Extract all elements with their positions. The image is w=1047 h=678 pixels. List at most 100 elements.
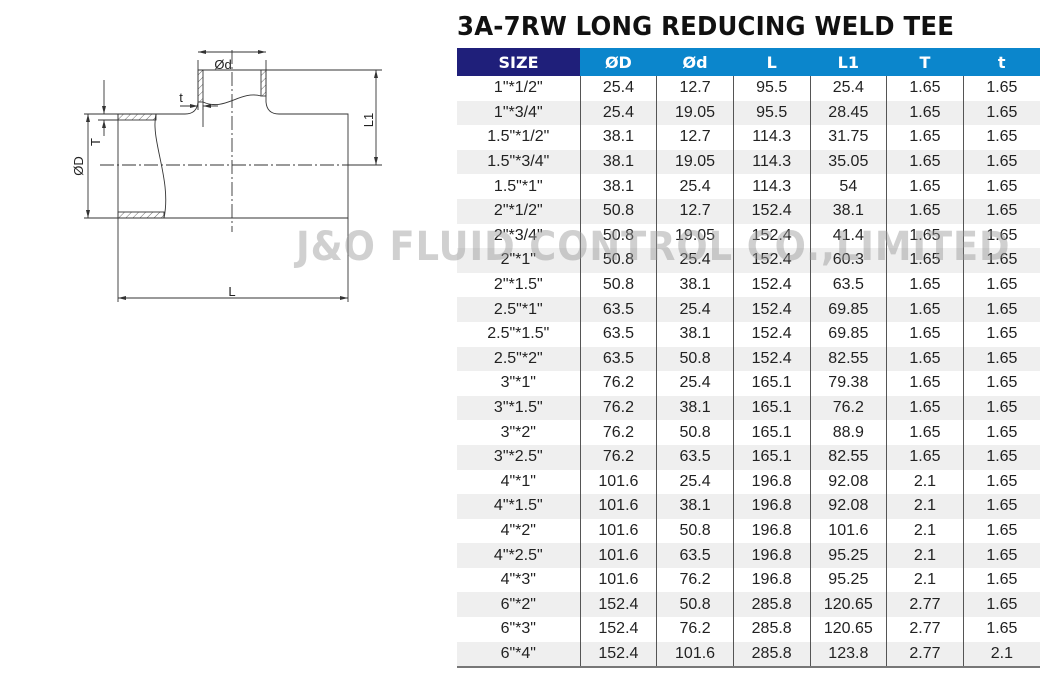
cell-branch-od: 38.1 [656,494,734,519]
cell-branch-height: 92.08 [809,494,887,519]
cell-branch-od: 38.1 [656,272,734,298]
cell-branch-od: 19.05 [656,149,734,175]
cell-branch-height: 120.65 [809,617,887,642]
cell-branch-wall: 1.65 [962,395,1040,421]
cell-run-wall: 2.77 [886,592,964,618]
label-branch-od: Ød [214,57,231,72]
cell-run-wall: 1.65 [886,346,964,372]
cell-branch-od: 25.4 [656,469,734,495]
cell-branch-height: 95.25 [809,567,887,593]
page-title: 3A-7RW LONG REDUCING WELD TEE [457,12,955,42]
cell-size: 2"*3/4" [493,226,543,244]
cell-length: 196.8 [732,518,810,544]
cell-size: 2.5"*1" [457,297,581,322]
cell-run-od: 76.2 [579,371,657,396]
cell-branch-od: 25.4 [656,174,734,199]
cell-branch-od: 12.7 [656,76,734,101]
cell-branch-height: 41.4 [809,223,887,249]
cell-length: 196.8 [732,567,810,593]
cell-branch-height: 123.8 [809,641,887,669]
header-size: SIZE [457,48,581,76]
cell-run-od: 38.1 [579,174,657,199]
cell-length: 152.4 [732,272,810,298]
cell-run-wall: 1.65 [886,297,964,322]
cell-branch-height: 82.55 [809,444,887,470]
cell-branch-od: 38.1 [656,321,734,347]
cell-branch-od: 19.05 [656,100,734,126]
cell-size: 1.5"*1" [493,177,543,195]
cell-run-od: 38.1 [579,149,657,175]
table-header-row: SIZE ØD Ød L L1 T t [457,48,1040,76]
cell-branch-wall: 1.65 [962,494,1040,519]
cell-length: 114.3 [732,149,810,175]
cell-branch-wall: 1.65 [962,567,1040,593]
cell-size: 3"*1" [500,374,536,392]
cell-size: 4"*3" [500,571,536,589]
cell-run-od: 63.5 [579,346,657,372]
cell-run-od: 38.1 [579,125,657,150]
cell-branch-height: 76.2 [809,395,887,421]
cell-branch-height: 82.55 [809,346,887,372]
cell-run-wall: 1.65 [886,420,964,445]
cell-run-wall: 2.77 [886,617,964,642]
cell-branch-height: 31.75 [809,125,887,150]
label-run-od: ØD [71,156,86,176]
cell-length: 114.3 [732,125,810,150]
cell-run-wall: 1.65 [886,174,964,199]
cell-branch-od: 12.7 [656,125,734,150]
cell-length: 95.5 [732,100,810,126]
cell-size: 3"*2" [500,423,536,441]
cell-length: 165.1 [732,420,810,445]
cell-length: 152.4 [732,321,810,347]
cell-branch-wall: 1.65 [962,543,1040,568]
cell-size: 1"*1/2" [493,79,543,97]
cell-size: 2"*1/2" [457,198,581,224]
cell-run-od: 50.8 [579,248,657,273]
cell-run-od: 63.5 [579,297,657,322]
cell-run-wall: 2.1 [886,494,964,519]
cell-run-wall: 2.1 [886,469,964,495]
cell-branch-height: 69.85 [809,321,887,347]
cell-branch-height: 25.4 [809,76,887,101]
header-length: L [733,48,810,76]
cell-branch-wall: 1.65 [962,248,1040,273]
cell-run-od: 50.8 [579,198,657,224]
cell-branch-wall: 2.1 [962,641,1040,669]
cell-run-od: 101.6 [579,494,657,519]
cell-size: 2.5"*2" [457,346,581,372]
cell-length: 152.4 [732,198,810,224]
cell-branch-od: 50.8 [656,518,734,544]
cell-run-wall: 1.65 [886,444,964,470]
cell-run-wall: 1.65 [886,198,964,224]
cell-branch-height: 60.3 [809,248,887,273]
cell-branch-height: 95.25 [809,543,887,568]
cell-branch-wall: 1.65 [962,149,1040,175]
cell-branch-wall: 1.65 [962,469,1040,495]
cell-run-od: 101.6 [579,469,657,495]
cell-branch-od: 76.2 [656,567,734,593]
cell-branch-wall: 1.65 [962,100,1040,126]
cell-branch-wall: 1.65 [962,592,1040,618]
cell-run-od: 101.6 [579,567,657,593]
cell-size: 4"*2" [500,521,536,539]
cell-length: 165.1 [732,444,810,470]
cell-branch-wall: 1.65 [962,198,1040,224]
cell-length: 196.8 [732,543,810,568]
cell-branch-od: 38.1 [656,395,734,421]
header-branch-height: L1 [810,48,887,76]
cell-run-od: 25.4 [579,100,657,126]
cell-branch-wall: 1.65 [962,420,1040,445]
cell-length: 196.8 [732,469,810,495]
